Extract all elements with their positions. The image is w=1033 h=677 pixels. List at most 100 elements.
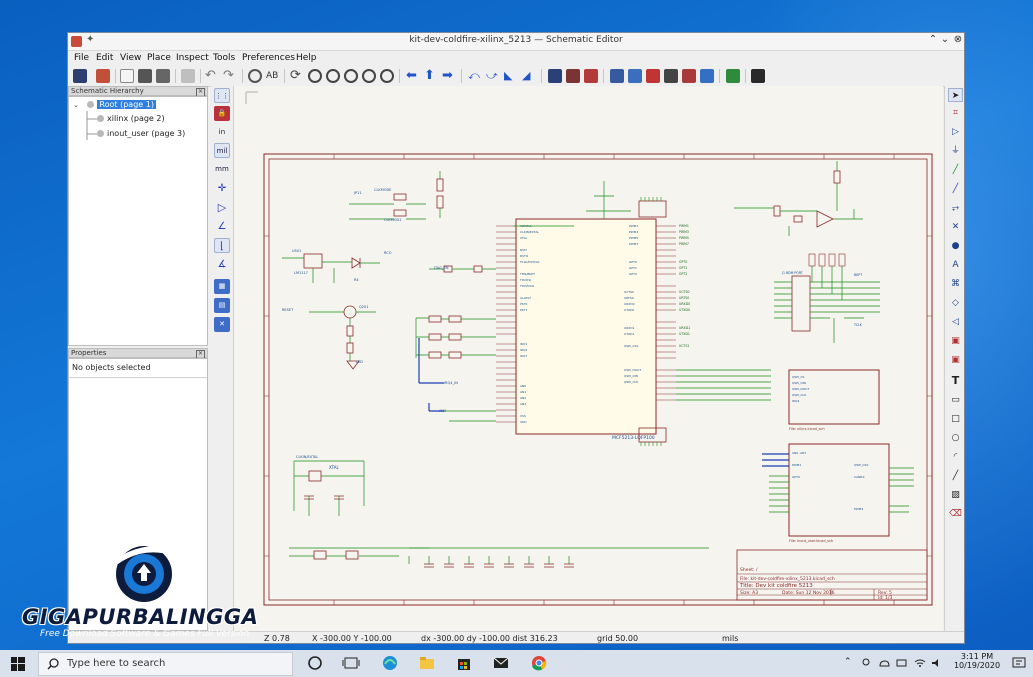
wifi-icon[interactable] bbox=[914, 658, 926, 668]
add-power-icon[interactable]: ⏚ bbox=[950, 146, 960, 156]
close-icon[interactable]: ⊗ bbox=[953, 34, 963, 45]
simulator-icon[interactable] bbox=[646, 69, 660, 83]
assign-footprints-icon[interactable] bbox=[628, 69, 642, 83]
hier-pin-icon[interactable]: ◁ bbox=[952, 317, 959, 327]
tray-chevron-icon[interactable]: ⌃ bbox=[844, 657, 852, 667]
notification-icon[interactable] bbox=[1012, 657, 1026, 669]
hidden-pins-icon[interactable]: ▷ bbox=[217, 201, 227, 214]
tree-item-root[interactable]: ⌄ Root (page 1) bbox=[73, 99, 156, 111]
units-mm-button[interactable]: mm bbox=[215, 165, 229, 173]
pcb-editor-icon[interactable] bbox=[726, 69, 740, 83]
task-view-icon[interactable] bbox=[342, 654, 360, 672]
page-settings-icon[interactable] bbox=[120, 69, 134, 83]
add-wire-icon[interactable]: ╱ bbox=[952, 165, 959, 175]
grid-icon[interactable]: ⋮⋮ bbox=[214, 88, 230, 103]
add-text-icon[interactable]: T bbox=[951, 374, 960, 387]
select-arrow-icon[interactable]: ➤ bbox=[948, 88, 963, 102]
navigate-back-icon[interactable]: ⬅ bbox=[406, 68, 417, 83]
maximize-icon[interactable]: ⌄ bbox=[940, 34, 950, 45]
lock-icon[interactable]: 🔒 bbox=[214, 106, 230, 121]
menu-place[interactable]: Place bbox=[147, 53, 171, 63]
hierarchy-navigator-icon[interactable]: ▦ bbox=[214, 279, 230, 294]
properties-manager-icon[interactable]: ▤ bbox=[214, 298, 230, 313]
junction-icon[interactable]: ● bbox=[951, 241, 960, 251]
zoom-selection-icon[interactable] bbox=[380, 69, 394, 83]
store-icon[interactable] bbox=[455, 654, 473, 672]
add-sheet-icon[interactable]: ▣ bbox=[951, 336, 960, 346]
rotate-ccw-icon[interactable]: ⤺ bbox=[468, 69, 480, 82]
units-inch-button[interactable]: in bbox=[218, 128, 226, 136]
plot-icon[interactable] bbox=[156, 69, 170, 83]
minimize-icon[interactable]: ⌃ bbox=[928, 34, 938, 45]
highlight-net-icon[interactable]: ⌗ bbox=[952, 108, 959, 118]
wire-angle-free-icon[interactable]: ∠ bbox=[217, 221, 227, 232]
navigate-forward-icon[interactable]: ➡ bbox=[442, 68, 453, 83]
print-icon[interactable] bbox=[138, 69, 152, 83]
global-label-icon[interactable]: ⌘ bbox=[951, 279, 960, 289]
cortana-icon[interactable] bbox=[306, 654, 324, 672]
menu-help[interactable]: Help bbox=[296, 53, 317, 63]
add-bus-icon[interactable]: ╱ bbox=[952, 184, 959, 194]
menu-inspect[interactable]: Inspect bbox=[176, 53, 209, 63]
menu-view[interactable]: View bbox=[120, 53, 142, 63]
erc-icon[interactable] bbox=[610, 69, 624, 83]
rotate-cw-icon[interactable]: ⤻ bbox=[486, 69, 498, 82]
schematic-setup-icon[interactable] bbox=[96, 69, 110, 83]
taskbar-search-box[interactable]: Type here to search bbox=[38, 652, 293, 676]
volume-icon[interactable] bbox=[931, 658, 943, 668]
add-line-icon[interactable]: ╱ bbox=[952, 471, 959, 481]
add-image-icon[interactable]: ▨ bbox=[951, 490, 960, 500]
bus-entry-icon[interactable]: ⥅ bbox=[951, 203, 960, 213]
onedrive-icon[interactable] bbox=[878, 658, 890, 668]
chrome-icon[interactable] bbox=[530, 654, 548, 672]
annotate-icon[interactable] bbox=[584, 69, 598, 83]
add-textbox-icon[interactable]: ▭ bbox=[951, 395, 960, 405]
menu-edit[interactable]: Edit bbox=[96, 53, 114, 63]
pin-icon[interactable]: ✦ bbox=[86, 34, 95, 45]
network-people-icon[interactable] bbox=[860, 658, 872, 668]
delete-icon[interactable]: ⌫ bbox=[949, 509, 962, 519]
add-symbol-icon[interactable]: ▷ bbox=[952, 127, 959, 137]
bom-icon[interactable] bbox=[664, 69, 678, 83]
wire-angle-45-icon[interactable]: ∡ bbox=[217, 259, 227, 270]
zoom-fit-icon[interactable] bbox=[344, 69, 358, 83]
schematic-canvas[interactable]: Sheet: / File: kit-dev-coldfire-xilinx_5… bbox=[234, 86, 943, 631]
add-arc-icon[interactable]: ◜ bbox=[953, 452, 958, 462]
mail-icon[interactable] bbox=[492, 654, 510, 672]
redo-icon[interactable]: ↷ bbox=[223, 68, 234, 83]
menu-tools[interactable]: Tools bbox=[213, 53, 236, 63]
find-icon[interactable] bbox=[248, 69, 262, 83]
mirror-v-icon[interactable]: ◣ bbox=[504, 69, 513, 82]
hier-label-icon[interactable]: ◇ bbox=[952, 298, 959, 308]
scripting-console-icon[interactable] bbox=[751, 69, 765, 83]
windows-start-icon[interactable] bbox=[11, 657, 25, 671]
undo-icon[interactable]: ↶ bbox=[205, 68, 216, 83]
paste-icon[interactable] bbox=[181, 69, 195, 83]
find-replace-icon[interactable]: AB bbox=[266, 71, 279, 81]
battery-icon[interactable] bbox=[896, 658, 908, 668]
taskbar-clock[interactable]: 3:11 PM 10/19/2020 bbox=[950, 652, 1004, 670]
edge-browser-icon[interactable] bbox=[381, 654, 399, 672]
save-icon[interactable] bbox=[73, 69, 87, 83]
cursor-icon[interactable]: ✛ bbox=[217, 183, 227, 194]
netlist-icon[interactable] bbox=[682, 69, 696, 83]
wire-angle-90-icon[interactable]: ⌊ bbox=[214, 238, 230, 253]
import-sheet-pin-icon[interactable]: ▣ bbox=[951, 355, 960, 365]
tools-icon[interactable]: ✕ bbox=[214, 317, 230, 332]
zoom-out-icon[interactable] bbox=[326, 69, 340, 83]
symbol-browser-icon[interactable] bbox=[566, 69, 580, 83]
net-label-icon[interactable]: A bbox=[952, 260, 959, 270]
menu-file[interactable]: File bbox=[74, 53, 90, 63]
zoom-in-icon[interactable] bbox=[308, 69, 322, 83]
symbol-editor-icon[interactable] bbox=[548, 69, 562, 83]
tree-item-xilinx[interactable]: xilinx (page 2) bbox=[97, 113, 165, 125]
add-circle-icon[interactable]: ○ bbox=[951, 433, 960, 443]
tree-item-inout-user[interactable]: inout_user (page 3) bbox=[97, 128, 185, 140]
refresh-icon[interactable]: ⟳ bbox=[290, 68, 301, 83]
menu-preferences[interactable]: Preferences bbox=[242, 53, 295, 63]
zoom-objects-icon[interactable] bbox=[362, 69, 376, 83]
add-rectangle-icon[interactable]: □ bbox=[951, 414, 960, 424]
update-pcb-icon[interactable] bbox=[700, 69, 714, 83]
file-explorer-icon[interactable] bbox=[418, 654, 436, 672]
units-mil-button[interactable]: mil bbox=[214, 143, 230, 158]
